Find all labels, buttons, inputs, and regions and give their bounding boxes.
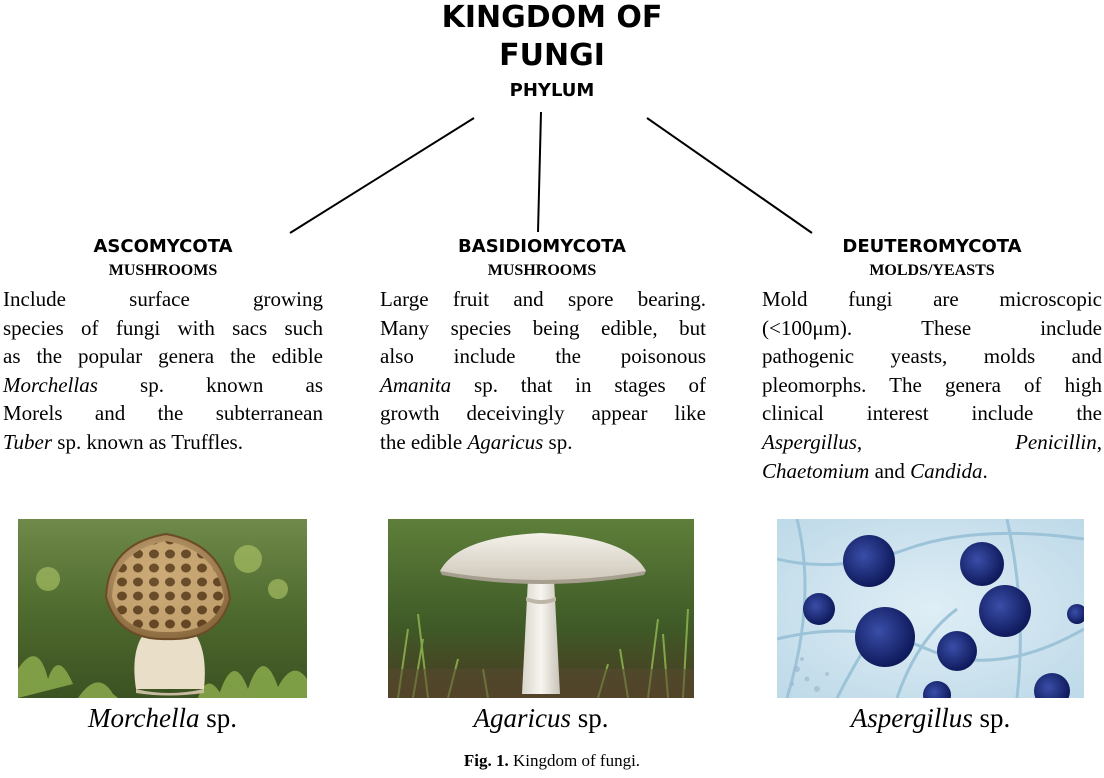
desc-line: species of fungi with sacs such bbox=[3, 315, 323, 340]
desc-line: Include surface growing bbox=[3, 287, 323, 311]
desc-line: pleomorphs. The genera of high bbox=[762, 372, 1102, 397]
desc-line: Morels and the subterranean bbox=[3, 401, 323, 426]
desc-line: Tuber sp. known as Truffles. bbox=[3, 429, 243, 454]
phylum-deuteromycota-name: DEUTEROMYCOTA bbox=[842, 236, 1022, 257]
desc-line: also include the poisonous bbox=[380, 344, 706, 369]
phylum-ascomycota-name: ASCOMYCOTA bbox=[93, 236, 233, 257]
caption-morchella: Morchella sp. bbox=[88, 703, 237, 733]
desc-line: growth deceivingly appear like bbox=[380, 401, 706, 426]
desc-line: Amanita sp. that in stages of bbox=[380, 372, 706, 397]
desc-line: Morchellas sp. known as bbox=[3, 372, 323, 397]
caption-agaricus: Agaricus sp. bbox=[473, 703, 609, 733]
title-phylum: PHYLUM bbox=[509, 80, 595, 101]
title-line-2: FUNGI bbox=[499, 38, 605, 73]
agaricus-photo bbox=[388, 519, 694, 698]
caption-aspergillus: Aspergillus sp. bbox=[850, 703, 1011, 733]
desc-line: (<100μm). These include bbox=[762, 315, 1102, 340]
phylum-basidiomycota-subtitle: MUSHROOMS bbox=[487, 262, 597, 279]
title-line-1: KINGDOM OF bbox=[441, 0, 663, 35]
desc-line: Many species being edible, but bbox=[380, 315, 706, 340]
desc-line: Mold fungi are microscopic bbox=[762, 287, 1102, 311]
desc-line: clinical interest include the bbox=[762, 401, 1102, 426]
desc-line: Chaetomium and Candida. bbox=[762, 458, 988, 483]
morchella-photo bbox=[18, 519, 307, 698]
desc-line: pathogenic yeasts, molds and bbox=[762, 344, 1102, 369]
desc-line: Aspergillus,Penicillin, bbox=[762, 429, 1102, 454]
connector-center bbox=[537, 111, 542, 233]
desc-line: the edible Agaricus sp. bbox=[380, 429, 573, 454]
connector-right bbox=[646, 117, 813, 234]
aspergillus-micrograph bbox=[777, 519, 1084, 698]
phylum-deuteromycota-description: Mold fungi are microscopic (<100μm). The… bbox=[762, 285, 1102, 485]
desc-line: Large fruit and spore bearing. bbox=[380, 287, 706, 311]
connector-left bbox=[289, 117, 475, 234]
phylum-deuteromycota-subtitle: MOLDS/YEASTS bbox=[869, 262, 995, 279]
phylum-ascomycota-subtitle: MUSHROOMS bbox=[108, 262, 218, 279]
desc-line: as the popular genera the edible bbox=[3, 344, 323, 369]
phylum-basidiomycota-name: BASIDIOMYCOTA bbox=[458, 236, 626, 257]
phylum-ascomycota-description: Include surface growing species of fungi… bbox=[3, 285, 323, 457]
figure-caption: Fig. 1. Kingdom of fungi. bbox=[463, 751, 641, 770]
phylum-basidiomycota-description: Large fruit and spore bearing. Many spec… bbox=[380, 285, 706, 457]
